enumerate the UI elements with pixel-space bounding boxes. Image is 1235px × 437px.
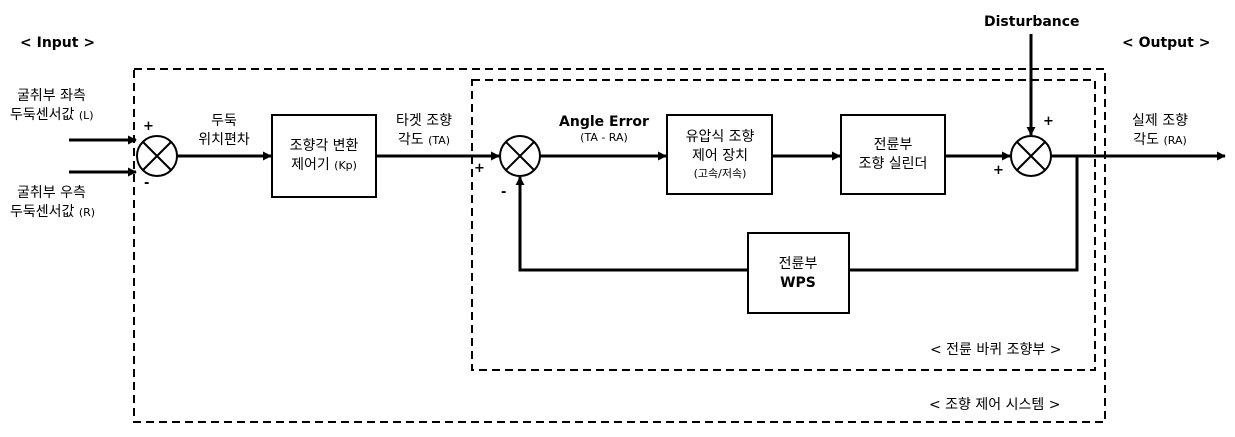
inner-system-caption: < 전륜 바퀴 조향부 >	[930, 342, 1062, 358]
target-angle-label-sub: (TA)	[428, 134, 451, 147]
angle-error-sub: (TA - RA)	[580, 131, 628, 144]
inner-system-boundary	[471, 79, 1096, 371]
right-input-label-sub: (R)	[78, 206, 96, 219]
feedback-arrow	[515, 176, 748, 272]
left-input-label-sub: (L)	[78, 109, 94, 122]
sum1-minus-sign: -	[144, 176, 150, 191]
summing-junction-3	[1010, 135, 1052, 177]
wps-label-line2: WPS	[780, 275, 816, 291]
sum1-plus-sign: +	[143, 119, 154, 134]
left-input-label-line2: 두둑센서값 (L)	[10, 107, 94, 123]
outer-system-caption: < 조향 제어 시스템 >	[929, 397, 1061, 413]
output-section-label: < Output >	[1122, 35, 1211, 51]
wps-label-line1: 전륜부	[778, 256, 818, 272]
hydraulic-block	[666, 114, 773, 195]
converter-block	[271, 114, 377, 198]
right-input-label-line1: 굴취부 우측	[17, 185, 86, 201]
left-input-label-line1: 굴취부 좌측	[17, 88, 86, 104]
target-angle-label-line1: 타겟 조향	[396, 113, 452, 129]
position-error-label-line2: 위치편차	[198, 132, 250, 148]
sum3-plus-top-sign: +	[1043, 114, 1054, 129]
feedback-to-wps	[849, 156, 1079, 272]
sum2-minus-sign: -	[501, 185, 507, 200]
cylinder-label-line2: 조향 실린더	[858, 156, 928, 172]
cylinder-block	[840, 114, 946, 195]
disturbance-label: Disturbance	[984, 14, 1080, 30]
actual-angle-label-line2: 각도 (RA)	[1133, 132, 1187, 148]
cylinder-label-line1: 전륜부	[873, 137, 913, 153]
summing-junction-2	[499, 135, 541, 177]
actual-angle-label-line1: 실제 조향	[1132, 113, 1188, 129]
wps-block	[747, 232, 850, 314]
sum2-plus-sign: +	[474, 161, 485, 176]
right-input-label-line2: 두둑센서값 (R)	[10, 204, 96, 220]
input-section-label: < Input >	[20, 35, 96, 51]
converter-label-sub: (Kp)	[334, 159, 357, 172]
angle-error-label: Angle Error	[559, 114, 649, 130]
hydraulic-label-sub: (고속/저속)	[693, 167, 747, 180]
actual-angle-label-sub: (RA)	[1163, 134, 1187, 147]
position-error-label-line1: 두둑	[211, 113, 237, 129]
outer-system-boundary	[133, 68, 1106, 423]
target-angle-label-line2: 각도 (TA)	[397, 132, 451, 148]
converter-label-line1: 조향각 변환	[289, 138, 359, 154]
hydraulic-label-line1: 유압식 조향	[685, 129, 755, 145]
hydraulic-label-line2: 제어 장치	[692, 148, 748, 164]
sum3-plus-left-sign: +	[993, 163, 1004, 178]
converter-label-line2: 제어기 (Kp)	[291, 157, 357, 173]
summing-junction-1	[136, 135, 178, 177]
